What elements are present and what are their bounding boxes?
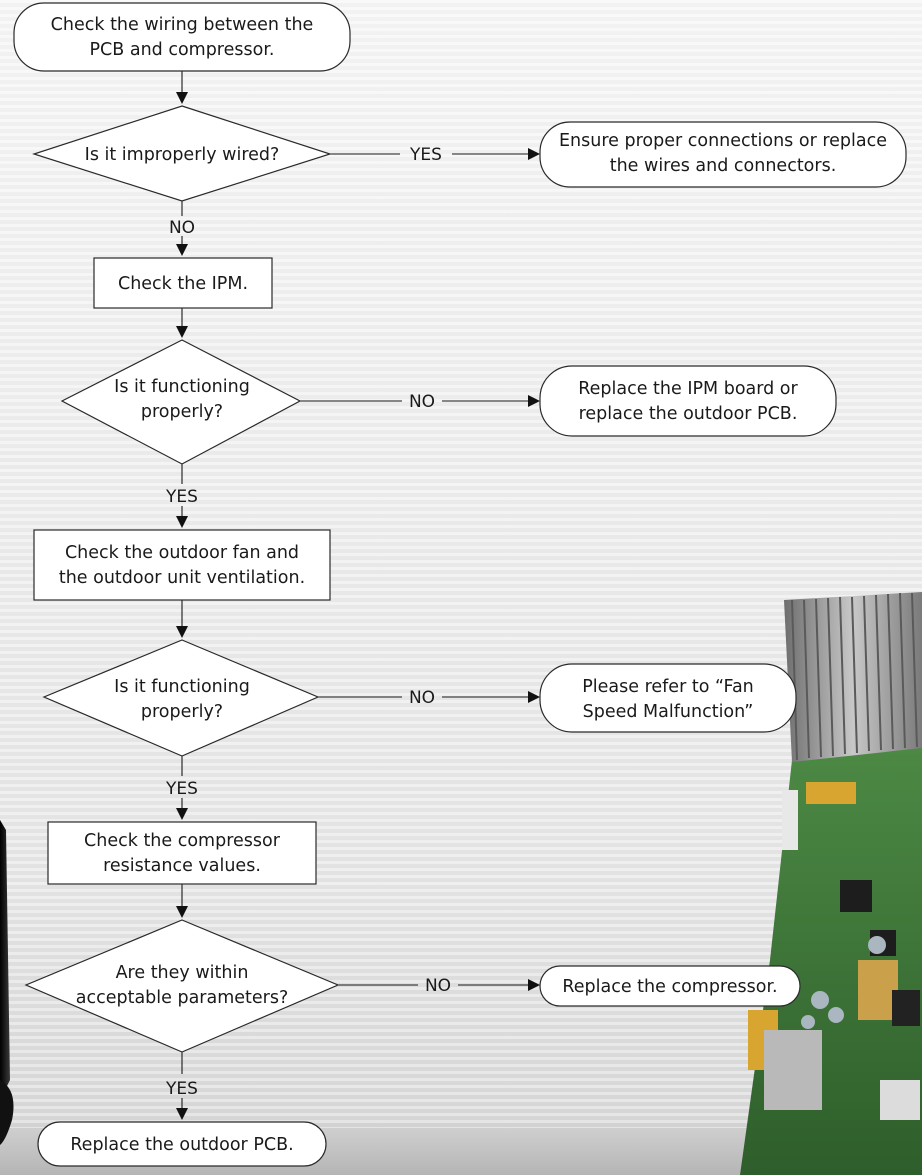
node-replace-ipm: Replace the IPM board or replace the out…: [539, 365, 837, 437]
decision-ipm-functioning: Is it functioning properly?: [60, 339, 302, 465]
edge-label-ipm-yes: YES: [165, 487, 198, 507]
edge-label-fan-no: NO: [409, 688, 435, 708]
edge-label-resistance-yes: YES: [165, 1079, 198, 1099]
node-start-line-2: PCB and compressor.: [90, 40, 275, 60]
decision-improperly-wired: Is it improperly wired?: [32, 105, 332, 202]
node-fix-wiring-line-1: Ensure proper connections or replace: [559, 131, 887, 151]
heatsink-fins: [791, 592, 918, 761]
node-fan-reference: Please refer to “Fan Speed Malfunction”: [539, 663, 797, 733]
node-fix-wiring-line-2: the wires and connectors.: [610, 156, 837, 176]
edge-label-wired-no: NO: [169, 218, 195, 238]
node-replace-ipm-line-2: replace the outdoor PCB.: [579, 404, 798, 424]
node-replace-pcb: Replace the outdoor PCB.: [37, 1121, 327, 1167]
node-check-ipm: Check the IPM.: [93, 257, 273, 309]
connectors: [176, 71, 540, 1120]
decision-ipm-line-1: Is it functioning: [114, 377, 250, 397]
node-replace-pcb-text: Replace the outdoor PCB.: [70, 1135, 293, 1155]
compressor-image: [0, 820, 14, 1145]
edge-label-wired-yes: YES: [409, 145, 442, 165]
node-start: Check the wiring between the PCB and com…: [13, 2, 351, 72]
node-check-fan-line-2: the outdoor unit ventilation.: [59, 568, 305, 588]
node-start-line-1: Check the wiring between the: [51, 15, 314, 35]
node-check-ipm-text: Check the IPM.: [118, 274, 248, 294]
node-replace-ipm-line-1: Replace the IPM board or: [578, 379, 798, 399]
decision-fan-line-1: Is it functioning: [114, 677, 250, 697]
decision-ipm-line-2: properly?: [141, 402, 223, 422]
pcb-board-image: [740, 592, 922, 1175]
node-replace-compressor: Replace the compressor.: [539, 965, 801, 1007]
node-check-resistance-line-2: resistance values.: [103, 856, 261, 876]
node-check-fan: Check the outdoor fan and the outdoor un…: [33, 529, 331, 601]
node-fix-wiring: Ensure proper connections or replace the…: [539, 121, 907, 188]
node-check-resistance: Check the compressor resistance values.: [47, 821, 317, 885]
node-fan-reference-line-1: Please refer to “Fan: [582, 677, 754, 697]
decision-fan-functioning: Is it functioning properly?: [42, 639, 320, 757]
node-replace-compressor-text: Replace the compressor.: [562, 977, 777, 997]
decision-resistance-line-2: acceptable parameters?: [76, 988, 289, 1008]
node-check-resistance-line-1: Check the compressor: [84, 831, 281, 851]
decision-fan-line-2: properly?: [141, 702, 223, 722]
node-fan-reference-line-2: Speed Malfunction”: [583, 702, 754, 722]
decision-resistance-acceptable: Are they within acceptable parameters?: [24, 919, 340, 1053]
decision-resistance-line-1: Are they within: [116, 963, 249, 983]
edge-label-resistance-no: NO: [425, 976, 451, 996]
node-check-fan-line-1: Check the outdoor fan and: [65, 543, 299, 563]
edge-label-ipm-no: NO: [409, 392, 435, 412]
edge-label-fan-yes: YES: [165, 779, 198, 799]
decision-improperly-wired-text: Is it improperly wired?: [85, 145, 280, 165]
